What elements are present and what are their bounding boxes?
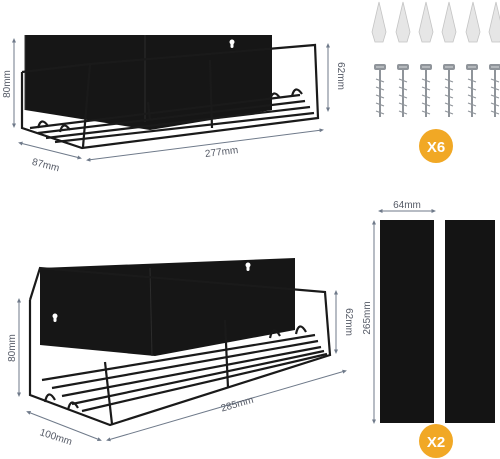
adhesive-pad-left (380, 220, 434, 423)
pads-quantity-badge: X2 (419, 424, 453, 458)
large-shelf-length-label: 285mm (220, 395, 255, 415)
large-shelf-keyhole (52, 262, 251, 322)
small-shelf-depth-label: 87mm (31, 157, 61, 174)
small-shelf-keyhole (229, 39, 235, 48)
adhesive-pads: 64mm 265mm (362, 200, 495, 424)
wall-anchors (371, 1, 500, 43)
screws-quantity-text: X6 (427, 139, 445, 156)
pad-height-label: 265mm (362, 301, 373, 334)
small-shelf-rail-height-label: 62mm (335, 62, 346, 90)
small-shelf-height-label: 80mm (2, 70, 13, 98)
small-shelf: 80mm 62mm 87mm 277mm (2, 35, 346, 174)
large-shelf-backplate (40, 258, 295, 356)
large-shelf: 80mm 62mm 100mm 285mm (7, 258, 354, 448)
screws-quantity-badge: X6 (419, 129, 453, 163)
small-shelf-length-label: 277mm (204, 145, 238, 160)
screws (374, 64, 500, 117)
adhesive-pad-right (445, 220, 495, 423)
pad-width-label: 64mm (393, 200, 421, 211)
large-shelf-depth-label: 100mm (38, 427, 73, 448)
large-shelf-rail-height-label: 62mm (343, 308, 354, 336)
large-shelf-height-label: 80mm (7, 334, 18, 362)
pads-quantity-text: X2 (427, 434, 445, 451)
